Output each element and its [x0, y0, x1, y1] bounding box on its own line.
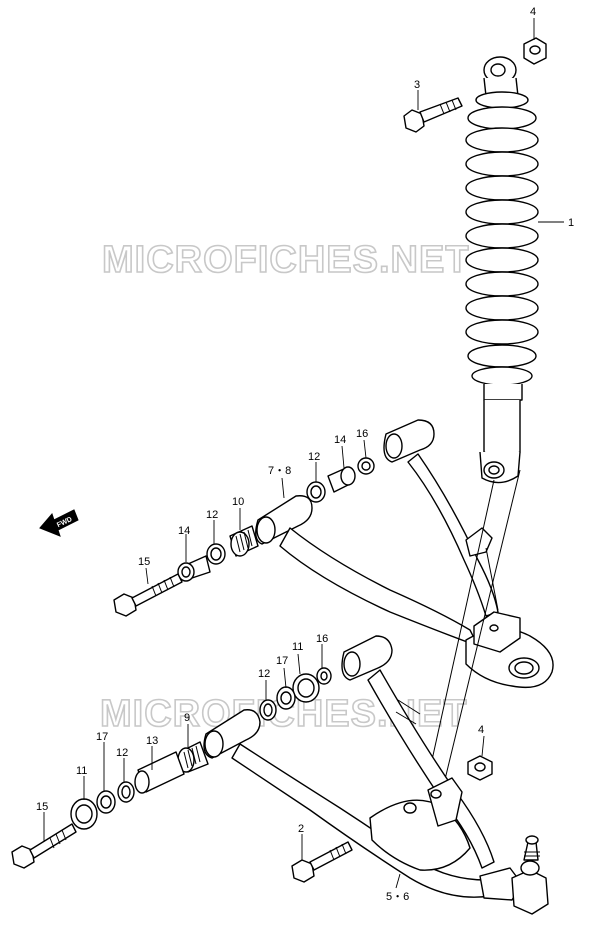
- callout-15-lower: 15: [36, 801, 48, 813]
- callout-11-left: 11: [76, 765, 87, 777]
- watermark-upper: MICROFICHES.NET: [102, 239, 470, 281]
- callout-10: 10: [232, 496, 244, 508]
- callout-9: 9: [184, 712, 190, 724]
- callout-2: 2: [298, 823, 304, 835]
- nut-part-4-top: [523, 37, 547, 65]
- callout-3: 3: [414, 79, 420, 91]
- upper-arm: [255, 419, 554, 689]
- bolt-part-2: [291, 841, 353, 883]
- callout-12-upper: 12: [308, 451, 320, 463]
- callout-15-upper: 15: [138, 556, 150, 568]
- callout-1: 1: [568, 217, 574, 229]
- callout-13: 13: [146, 735, 158, 747]
- callout-12-left: 12: [116, 747, 128, 759]
- callout-12-mid: 12: [206, 509, 218, 521]
- callout-4-lower: 4: [478, 724, 484, 736]
- callout-4-top: 4: [530, 6, 536, 18]
- callout-7-8: 7・8: [268, 465, 291, 477]
- lower-arm-hardware: [11, 667, 493, 883]
- bolt-part-15-upper: [113, 573, 183, 617]
- upper-arm-hardware: [113, 457, 375, 617]
- callout-5-6: 5・6: [386, 891, 409, 903]
- coil-spring: [465, 106, 539, 386]
- callout-14-upper: 14: [334, 434, 346, 446]
- fwd-arrow-icon: FWD: [39, 509, 79, 537]
- shock-absorber-part-1: [465, 56, 539, 484]
- leader-lines: [43, 18, 564, 889]
- callout-12-lower: 12: [258, 668, 270, 680]
- callout-11-upper: 11: [292, 641, 303, 653]
- lower-arm: [203, 635, 549, 915]
- callout-labels: 4 3 1 16 14 12 7・8 10 12 14 15 11 16 17 …: [36, 6, 574, 903]
- callout-17-upper: 17: [276, 655, 288, 667]
- callout-17-left: 17: [96, 731, 108, 743]
- callout-16-upper: 16: [356, 428, 368, 440]
- callout-16-lower: 16: [316, 633, 328, 645]
- bolt-part-3: [403, 97, 463, 133]
- nut-part-4-lower: [467, 755, 493, 781]
- callout-14-left: 14: [178, 525, 190, 537]
- bolt-part-15-lower: [11, 823, 77, 869]
